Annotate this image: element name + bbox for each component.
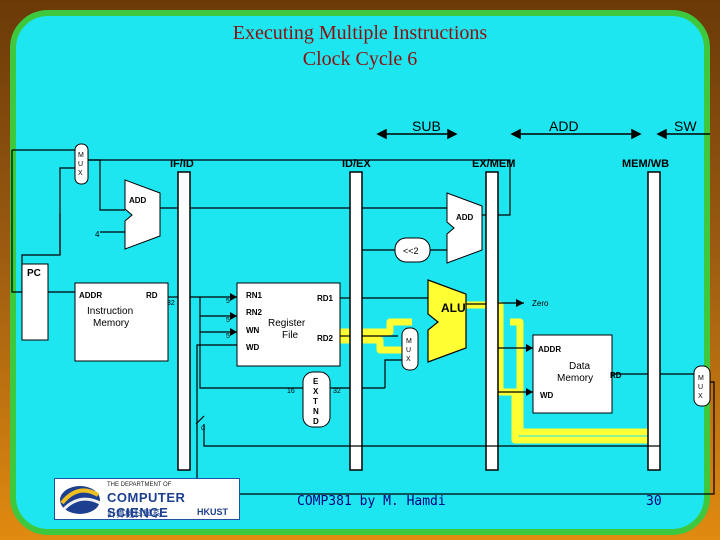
extend-letter-n: N <box>313 407 319 416</box>
extend-letter-e: E <box>313 377 319 386</box>
stage-label-sub: SUB <box>412 118 441 134</box>
shift-label: <<2 <box>403 246 419 256</box>
dmem-label-2: Memory <box>557 373 593 384</box>
stage-label-sw: SW <box>674 118 697 134</box>
pc-mux: M U X <box>74 143 89 185</box>
rf-rd1-label: RD1 <box>317 294 334 303</box>
mux-letter-u: U <box>78 161 83 168</box>
dmem-rd-label: RD <box>610 371 622 380</box>
logo-chinese-text: 計算機科學系 <box>107 509 162 519</box>
width-32-imem: 32 <box>167 300 175 307</box>
register-label-memwb: MEM/WB <box>622 158 669 170</box>
slide-title: Executing Multiple Instructions Clock Cy… <box>0 20 720 72</box>
rf-label-1: Register <box>268 318 306 329</box>
extend-letter-t: T <box>313 397 318 406</box>
logo-name-text: COMPUTER SCIENCE <box>107 490 186 520</box>
constant-four: 4 <box>95 230 100 239</box>
branch-adder: ADD <box>446 192 483 264</box>
rf-rn2-label: RN2 <box>246 308 263 317</box>
exmem-register <box>485 171 499 471</box>
arrow-heads <box>230 293 533 396</box>
ifid-register <box>177 171 191 471</box>
wb-mux-letter-m: M <box>698 375 704 382</box>
department-logo: THE DEPARTMENT OF COMPUTER SCIENCE 計算機科學… <box>54 478 240 520</box>
control-c-label: C <box>201 426 206 432</box>
writeback-mux: M U X <box>693 365 711 407</box>
dmem-addr-label: ADDR <box>538 345 561 354</box>
rf-wn-label: WN <box>246 326 260 335</box>
shift-left-2: <<2 <box>394 237 431 263</box>
logo-top-text: THE DEPARTMENT OF <box>107 482 172 488</box>
alu-mux-letter-m: M <box>406 338 412 345</box>
stage-arrows <box>376 128 710 140</box>
zero-label: Zero <box>532 299 549 308</box>
pipeline-register-bars <box>177 171 661 471</box>
dmem-wd-label: WD <box>540 391 554 400</box>
pc-adder-label: ADD <box>129 196 147 205</box>
pc-adder: ADD <box>124 179 161 250</box>
memwb-register <box>647 171 661 471</box>
width-5-rn2: 5 <box>226 317 230 324</box>
rf-wd-label: WD <box>246 343 260 352</box>
idex-register <box>349 171 363 471</box>
title-line-2: Clock Cycle 6 <box>302 48 418 70</box>
imem-addr-label: ADDR <box>79 291 102 300</box>
logo-hkust-text: HKUST <box>197 507 228 517</box>
wb-mux-letter-x: X <box>698 393 703 400</box>
register-label-ifid: IF/ID <box>170 158 194 170</box>
alu-label: ALU <box>441 301 466 315</box>
width-32-extend: 32 <box>333 388 341 395</box>
width-5-rn1: 5 <box>226 298 230 305</box>
wb-mux-letter-u: U <box>698 384 703 391</box>
swirl-logo-icon <box>60 486 101 514</box>
branch-adder-label: ADD <box>456 213 474 222</box>
footer-text: COMP381 by M. Hamdi <box>297 494 446 509</box>
alu-mux-letter-x: X <box>406 356 411 363</box>
program-counter: PC <box>21 263 49 341</box>
rf-rd2-label: RD2 <box>317 334 334 343</box>
instruction-memory: ADDR RD Instruction Memory <box>74 282 169 362</box>
alu-mux-letter-u: U <box>406 347 411 354</box>
imem-rd-label: RD <box>146 291 158 300</box>
stage-label-add: ADD <box>549 118 579 134</box>
rf-label-2: File <box>282 330 299 341</box>
imem-label-2: Memory <box>93 318 129 329</box>
rf-rn1-label: RN1 <box>246 291 263 300</box>
width-16: 16 <box>287 388 295 395</box>
extend-letter-d: D <box>313 417 319 426</box>
imem-label-1: Instruction <box>87 306 133 317</box>
wires <box>11 149 715 495</box>
sign-extend: E X T N D <box>302 371 331 428</box>
alu-src-mux: M U X <box>401 327 419 371</box>
register-file: RN1 RN2 WN WD RD1 RD2 Register File <box>236 282 341 367</box>
register-label-exmem: EX/MEM <box>472 158 515 170</box>
mux-letter-m: M <box>78 152 84 159</box>
data-memory: ADDR Data Memory RD WD <box>532 334 622 414</box>
title-line-1: Executing Multiple Instructions <box>232 22 488 44</box>
width-5-wn: 5 <box>226 333 230 340</box>
extend-letter-x: X <box>313 387 319 396</box>
alu: ALU <box>427 279 467 363</box>
dmem-label-1: Data <box>569 361 591 372</box>
mux-letter-x: X <box>78 170 83 177</box>
page-number: 30 <box>646 494 662 509</box>
pc-label: PC <box>27 268 41 279</box>
register-label-idex: ID/EX <box>342 158 371 170</box>
